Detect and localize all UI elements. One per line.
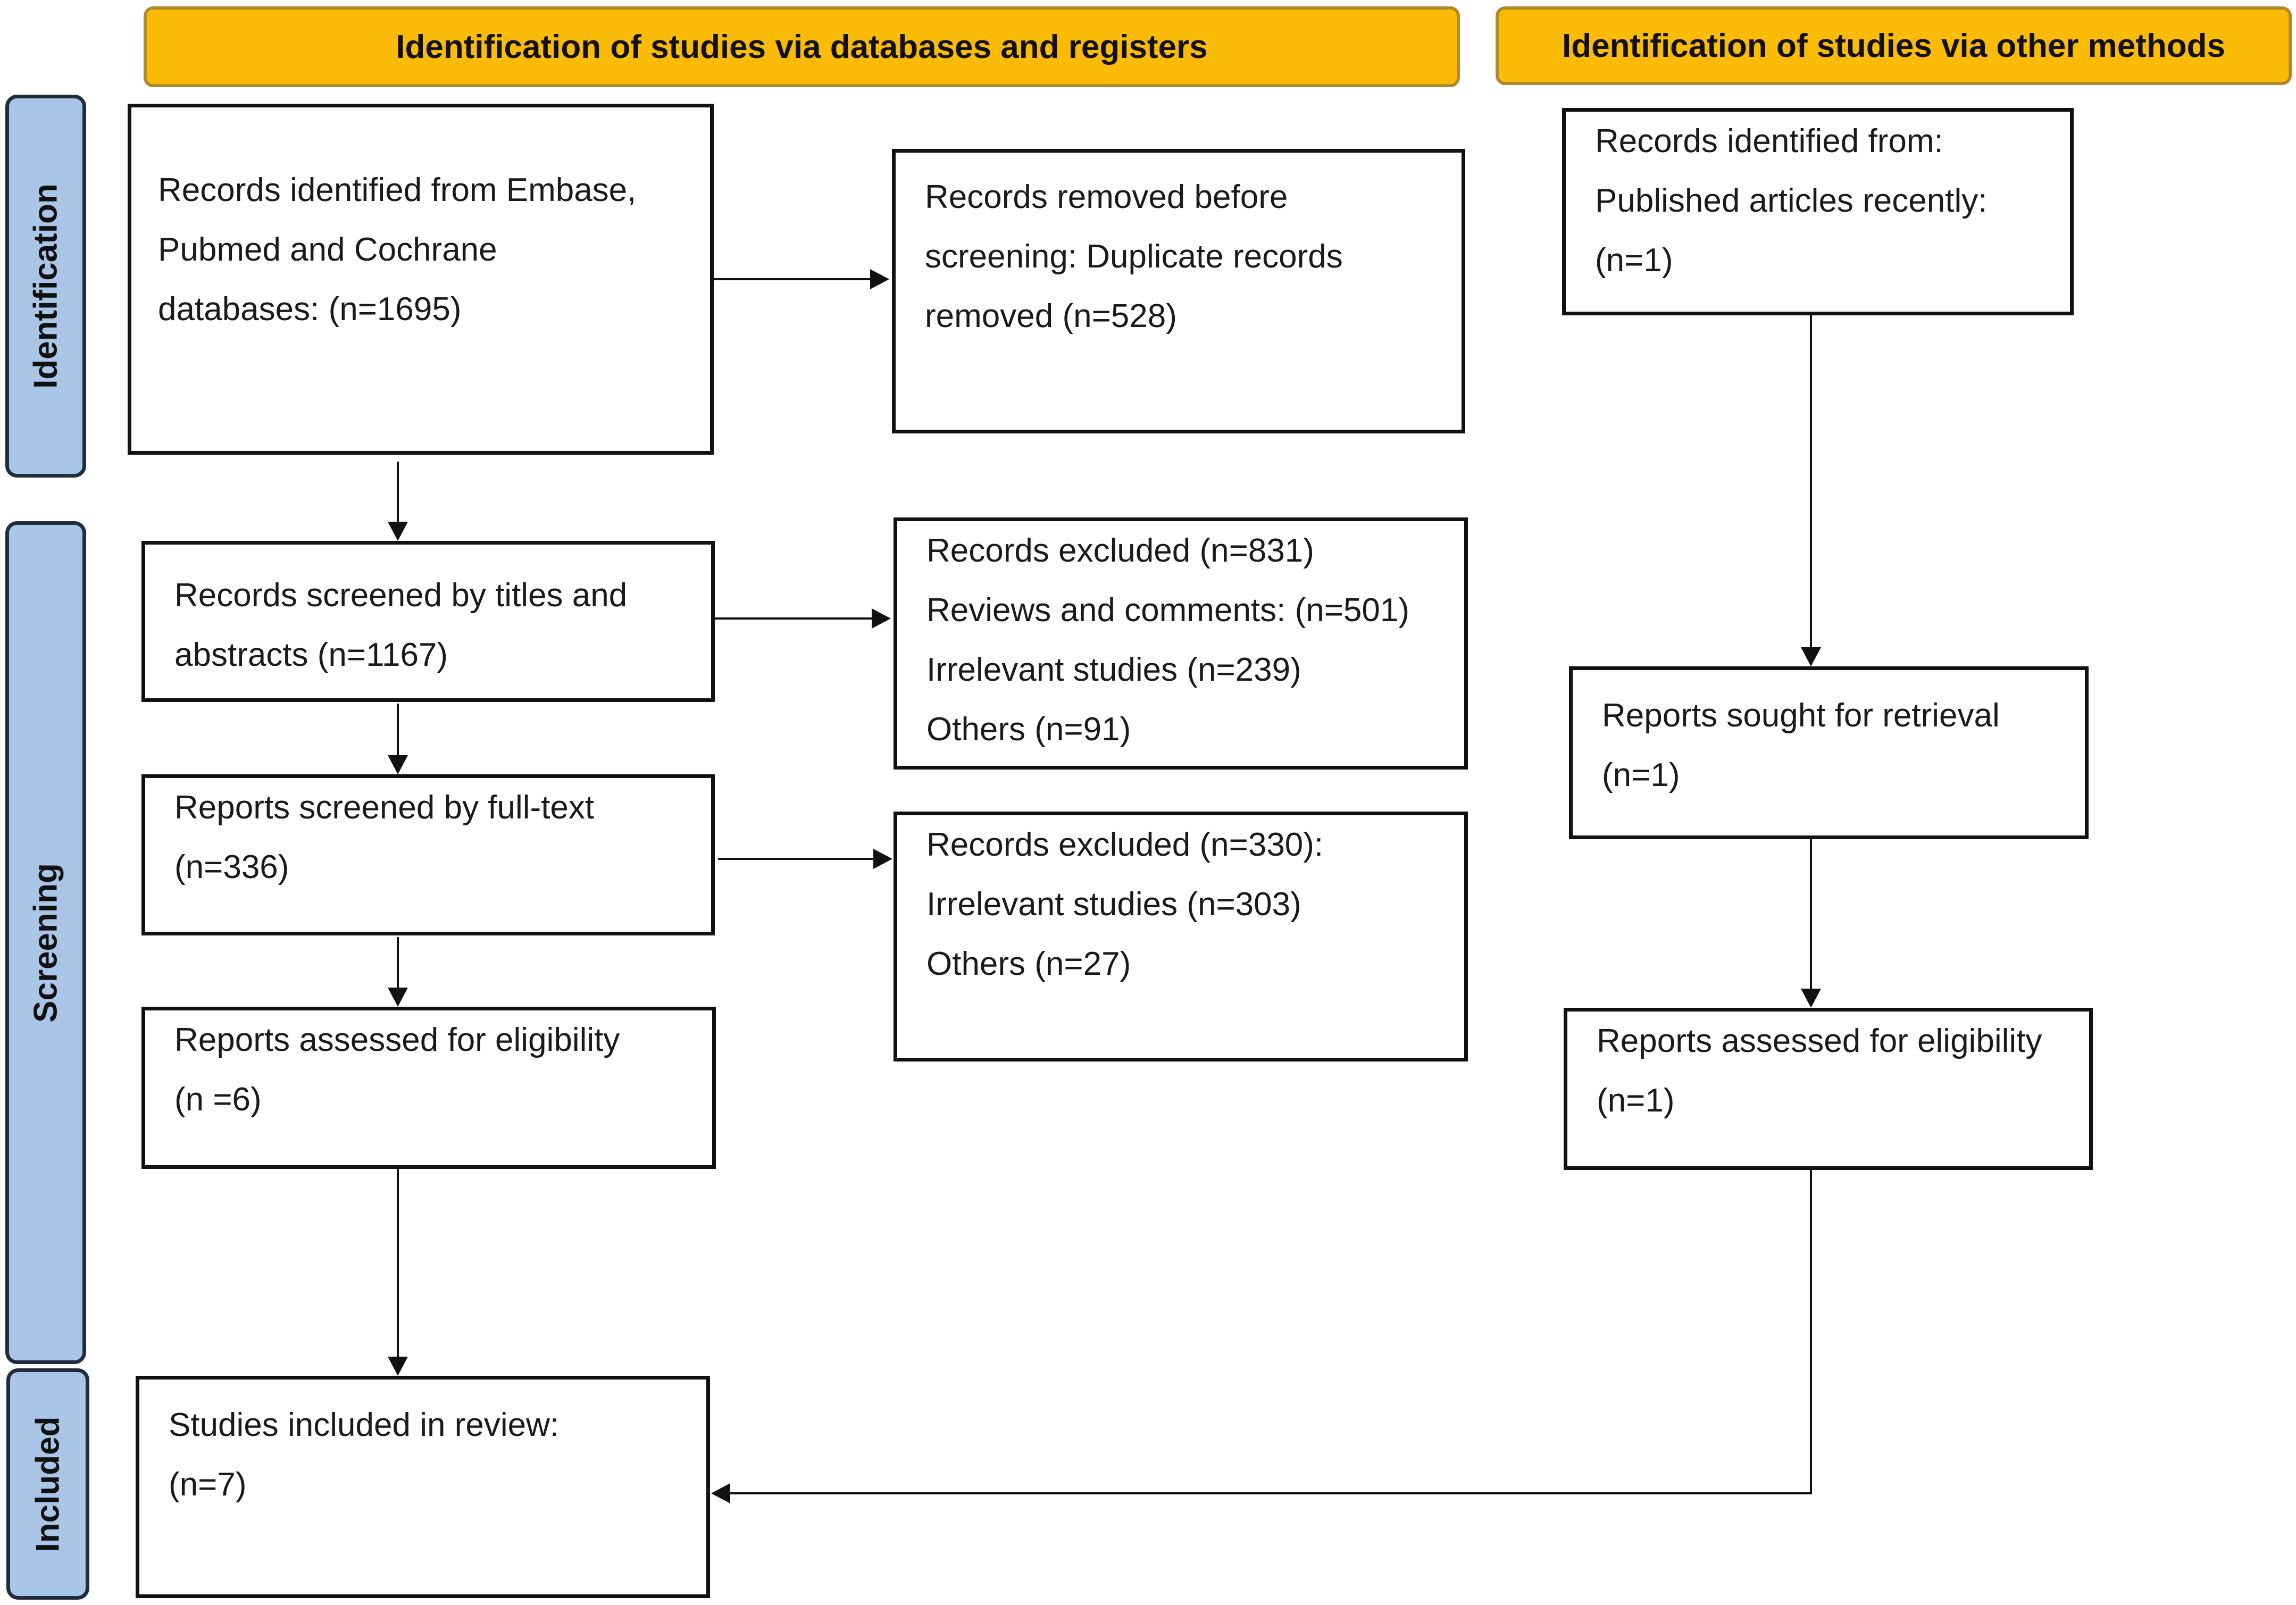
other-identified-line-2: Published articles recently: <box>1595 182 1988 219</box>
arrowhead-assessed-other-to-included <box>711 1483 730 1503</box>
records-removed-line-3: removed (n=528) <box>925 298 1177 335</box>
records-removed-line-2: screening: Duplicate records <box>925 238 1343 275</box>
arrow-assessed-other-to-included <box>730 1170 1812 1494</box>
header-other-methods: Identification of studies via other meth… <box>1496 6 2292 85</box>
records-identified-line-1: Records identified from Embase, <box>158 172 637 208</box>
sought-retrieval-line-2: (n=1) <box>1602 757 1680 793</box>
arrowhead-sought-to-assessed <box>1801 989 1821 1008</box>
excluded-330-line-3: Others (n=27) <box>926 946 1131 982</box>
included-line-2: (n=7) <box>169 1466 247 1503</box>
box-excluded-330: Records excluded (n=330): Irrelevant stu… <box>894 812 1468 1061</box>
excluded-831-line-4: Others (n=91) <box>926 711 1131 748</box>
arrowhead-identified-to-screened <box>388 522 408 541</box>
box-assessed-db: Reports assessed for eligibility (n =6) <box>141 1007 716 1169</box>
arrowhead-assessed-to-included <box>388 1357 408 1376</box>
excluded-831-line-3: Irrelevant studies (n=239) <box>926 651 1301 688</box>
assessed-other-line-2: (n=1) <box>1597 1082 1675 1119</box>
excluded-831-line-2: Reviews and comments: (n=501) <box>926 592 1410 629</box>
assessed-db-line-2: (n =6) <box>174 1081 262 1118</box>
arrowhead-screened-to-excluded <box>872 608 891 629</box>
phase-identification: Identification <box>5 95 86 478</box>
box-sought-retrieval: Reports sought for retrieval (n=1) <box>1569 666 2089 839</box>
included-line-1: Studies included in review: <box>169 1407 560 1443</box>
header-databases: Identification of studies via databases … <box>144 6 1460 87</box>
arrowhead-fulltext-to-excluded <box>873 849 892 869</box>
arrowhead-other-to-sought <box>1801 647 1821 666</box>
screened-fulltext-line-2: (n=336) <box>174 849 289 885</box>
box-excluded-831: Records excluded (n=831) Reviews and com… <box>894 517 1468 770</box>
arrowhead-fulltext-to-assessed <box>388 988 408 1007</box>
records-identified-line-3: databases: (n=1695) <box>158 291 462 328</box>
box-screened-fulltext: Reports screened by full-text (n=336) <box>141 774 715 935</box>
box-screened-titles: Records screened by titles and abstracts… <box>141 541 715 702</box>
records-identified-line-2: Pubmed and Cochrane <box>158 231 497 268</box>
arrowhead-identified-to-removed <box>870 269 889 289</box>
screened-titles-line-1: Records screened by titles and <box>174 577 628 614</box>
box-records-identified <box>128 104 714 455</box>
excluded-330-line-2: Irrelevant studies (n=303) <box>926 886 1301 923</box>
assessed-other-line-1: Reports assessed for eligibility <box>1597 1023 2042 1059</box>
excluded-330-line-1: Records excluded (n=330): <box>926 826 1324 863</box>
arrowhead-screened-to-fulltext <box>388 755 408 774</box>
box-assessed-other: Reports assessed for eligibility (n=1) <box>1564 1008 2093 1170</box>
phase-screening: Screening <box>5 521 86 1364</box>
records-removed-line-1: Records removed before <box>925 179 1288 215</box>
excluded-831-line-1: Records excluded (n=831) <box>926 532 1314 569</box>
sought-retrieval-line-1: Reports sought for retrieval <box>1602 697 2000 734</box>
screened-fulltext-line-1: Reports screened by full-text <box>174 789 595 826</box>
other-identified-line-1: Records identified from: <box>1595 123 1943 160</box>
box-included: Studies included in review: (n=7) <box>136 1376 710 1598</box>
box-records-identified-text: Records identified from Embase, Pubmed a… <box>158 161 636 339</box>
box-other-identified: Records identified from: Published artic… <box>1562 108 2074 315</box>
other-identified-line-3: (n=1) <box>1595 242 1673 279</box>
box-records-removed: Records removed before screening: Duplic… <box>892 149 1465 433</box>
screened-titles-line-2: abstracts (n=1167) <box>174 637 448 673</box>
phase-included: Included <box>6 1368 89 1600</box>
assessed-db-line-1: Reports assessed for eligibility <box>174 1022 620 1058</box>
